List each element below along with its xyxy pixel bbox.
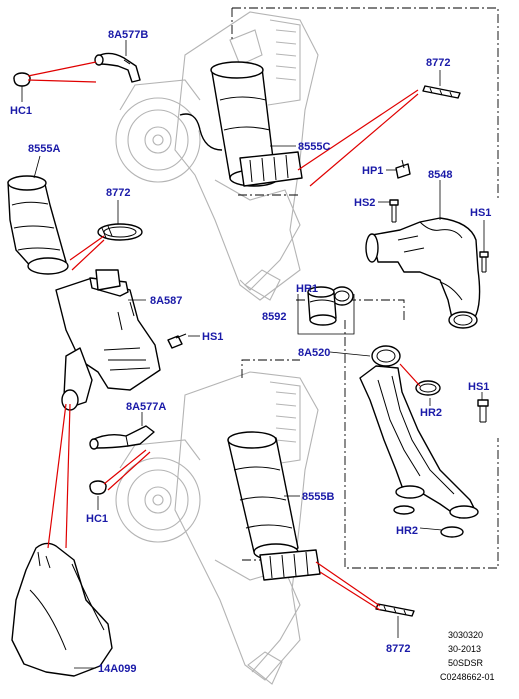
hose-8555a-part <box>7 175 69 275</box>
reference-line-4: C0248662-01 <box>440 672 495 682</box>
hose-8555c-part <box>179 61 303 187</box>
red-leader-lines <box>27 61 421 611</box>
label-8548: 8548 <box>428 169 452 181</box>
reference-line-2: 30-2013 <box>448 644 481 654</box>
label-8772-upper: 8772 <box>426 57 450 69</box>
housing-8548-part <box>365 217 481 329</box>
label-8555b: 8555B <box>302 491 334 503</box>
label-8555c: 8555C <box>298 141 330 153</box>
clamp-8772-upper-part <box>422 85 461 99</box>
housing-8a587-part <box>55 269 161 411</box>
reference-line-3: 50SDSR <box>448 658 484 668</box>
reference-block: 3030320 30-2013 50SDSR C0248662-01 <box>440 630 495 682</box>
cover-14a099-part <box>11 542 113 677</box>
label-8a577a: 8A577A <box>126 401 166 413</box>
label-8555a: 8555A <box>28 143 60 155</box>
reference-line-1: 3030320 <box>448 630 483 640</box>
label-8772-lower: 8772 <box>386 643 410 655</box>
clip-hc1-lower-part <box>89 480 107 495</box>
label-14a099: 14A099 <box>98 663 137 675</box>
label-hr2-lower: HR2 <box>396 525 418 537</box>
label-8592: 8592 <box>262 311 286 323</box>
black-leader-lines <box>21 40 485 669</box>
clip-hc1-upper-part <box>13 72 31 87</box>
label-8a520: 8A520 <box>298 347 330 359</box>
engine-background-lower <box>115 371 319 685</box>
assembly-boundary-upper <box>231 7 499 198</box>
seal-hr2-lower-part <box>393 505 464 538</box>
part-labels: 8A577B HC1 8772 8555C HP1 8548 HS2 HS1 8… <box>10 29 491 675</box>
hose-8555b-part <box>227 431 321 581</box>
clamp-8772-mid-part <box>97 223 143 241</box>
screw-hs2-part <box>389 199 399 223</box>
bracket-8592 <box>297 294 355 335</box>
label-hs2: HS2 <box>354 197 375 209</box>
screw-hs1-mid-part <box>167 333 187 349</box>
label-8a577b: 8A577B <box>108 29 148 41</box>
plug-hp1-part <box>395 159 411 179</box>
label-8a587: 8A587 <box>150 295 182 307</box>
label-hs1-right: HS1 <box>470 207 491 219</box>
engine-background-upper <box>115 11 319 301</box>
pipe-8592-part <box>307 286 337 326</box>
pipe-8a577a-part <box>89 425 155 450</box>
pipe-8a577b-part <box>94 52 141 83</box>
label-8772-mid: 8772 <box>106 187 130 199</box>
label-hr1: HR1 <box>296 283 318 295</box>
seal-hr2-upper-part <box>415 380 441 396</box>
pipe-8a520-part <box>359 345 479 519</box>
label-hs1-mid: HS1 <box>202 331 223 343</box>
label-hc1-upper: HC1 <box>10 105 32 117</box>
label-hc1-lower: HC1 <box>86 513 108 525</box>
label-hp1: HP1 <box>362 165 383 177</box>
label-hs1-low: HS1 <box>468 381 489 393</box>
screw-hs1-low-part <box>477 399 489 423</box>
screw-hs1-right-part <box>479 251 489 273</box>
clamp-8772-lower-part <box>375 603 415 617</box>
label-hr2-upper: HR2 <box>420 407 442 419</box>
